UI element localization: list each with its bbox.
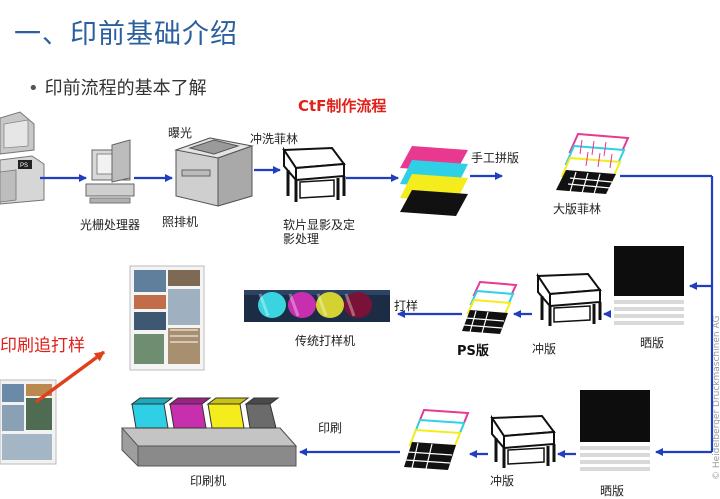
ps-plates-icon — [462, 280, 518, 334]
plate-exposure-2-icon — [580, 390, 650, 471]
ps-badge-text: PS — [20, 163, 28, 169]
label-develop-plate: 冲版 — [532, 342, 557, 356]
imagesetter-icon — [174, 137, 254, 207]
rip-computer-icon — [85, 139, 135, 204]
label-ps-plate: PS版 — [457, 344, 489, 359]
label-develop-plate-2: 冲版 — [490, 474, 515, 488]
label-develop-film: 冲洗菲林 — [250, 132, 299, 146]
plate-exposure-icon — [614, 246, 684, 325]
plate-processor-2-icon — [490, 414, 556, 468]
label-rip: 光栅处理器 — [80, 218, 141, 232]
label-large-film: 大版菲林 — [553, 202, 602, 216]
label-film-process-1: 软片显影及定 — [283, 218, 356, 232]
workstation-icon: PS — [0, 111, 45, 205]
printing-press-icon — [120, 397, 298, 467]
label-stripping: 手工拼版 — [471, 151, 520, 165]
label-printing: 印刷 — [318, 421, 343, 435]
plate-processor-icon — [536, 272, 602, 326]
traditional-proofer-icon — [244, 290, 390, 322]
cmyk-films-icon — [400, 146, 468, 216]
bullet-dot: • — [28, 78, 39, 99]
label-imagesetter: 照排机 — [162, 215, 199, 229]
label-print-chase: 印刷追打样 — [0, 336, 85, 356]
label-press: 印刷机 — [190, 474, 227, 488]
diagram-title: CtF制作流程 — [298, 97, 387, 115]
plates-row3-icon — [404, 408, 470, 470]
film-processor-icon — [282, 146, 346, 202]
label-plate-exposure: 晒版 — [640, 336, 665, 350]
arrow-print-chase — [34, 350, 106, 404]
slide-title: 一、印前基础介绍 — [14, 19, 238, 50]
label-film-process-2: 影处理 — [283, 232, 320, 246]
label-proofing: 打样 — [394, 299, 419, 313]
bullet-text: 印前流程的基本了解 — [44, 78, 207, 99]
label-exposure: 曝光 — [168, 126, 193, 140]
label-trad-proofer: 传统打样机 — [295, 334, 356, 348]
proof-sheets-image — [129, 265, 205, 371]
bullet-point: •印前流程的基本了解 — [28, 74, 207, 100]
large-films-icon — [556, 132, 630, 195]
